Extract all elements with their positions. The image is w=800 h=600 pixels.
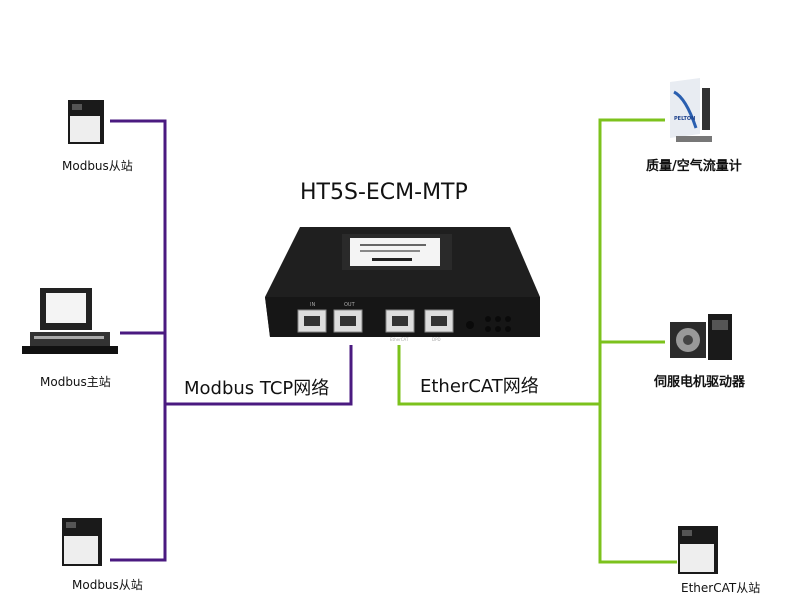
ethercat-network-label: EtherCAT网络	[420, 376, 539, 397]
modbus-lines	[110, 119, 353, 562]
gateway-device-image: IN OUT EtherCAT DPD	[265, 227, 540, 342]
flowmeter-brand: PELTON	[674, 116, 695, 122]
ethercat-slave-device-icon	[678, 526, 718, 574]
flowmeter-label: 质量/空气流量计	[646, 159, 742, 174]
flowmeter-icon: PELTON	[670, 78, 712, 142]
ethercat-lines	[397, 118, 677, 564]
port-label-in: IN	[310, 302, 315, 308]
modbus-master-computer-icon	[22, 288, 118, 354]
modbus-network-label: Modbus TCP网络	[184, 378, 330, 399]
modbus-master-label: Modbus主站	[40, 375, 111, 389]
modbus-slave-device-icon	[62, 518, 102, 566]
ethercat-gateway-link	[397, 345, 600, 406]
servo-drive-label: 伺服电机驱动器	[654, 375, 746, 390]
modbus-slave-device-icon	[68, 100, 104, 144]
page-title: HT5S-ECM-MTP	[300, 180, 468, 205]
modbus-slave-label-top: Modbus从站	[62, 159, 133, 173]
port-label-ethercat: EtherCAT	[390, 337, 409, 342]
modbus-bus-line	[110, 119, 167, 562]
servo-drive-icon	[670, 314, 732, 360]
port-label-dpd: DPD	[432, 337, 441, 342]
modbus-gateway-link	[165, 345, 353, 406]
modbus-slave-label-bottom: Modbus从站	[72, 578, 143, 592]
port-label-out: OUT	[344, 302, 356, 308]
ethercat-slave-label: EtherCAT从站	[681, 581, 761, 595]
